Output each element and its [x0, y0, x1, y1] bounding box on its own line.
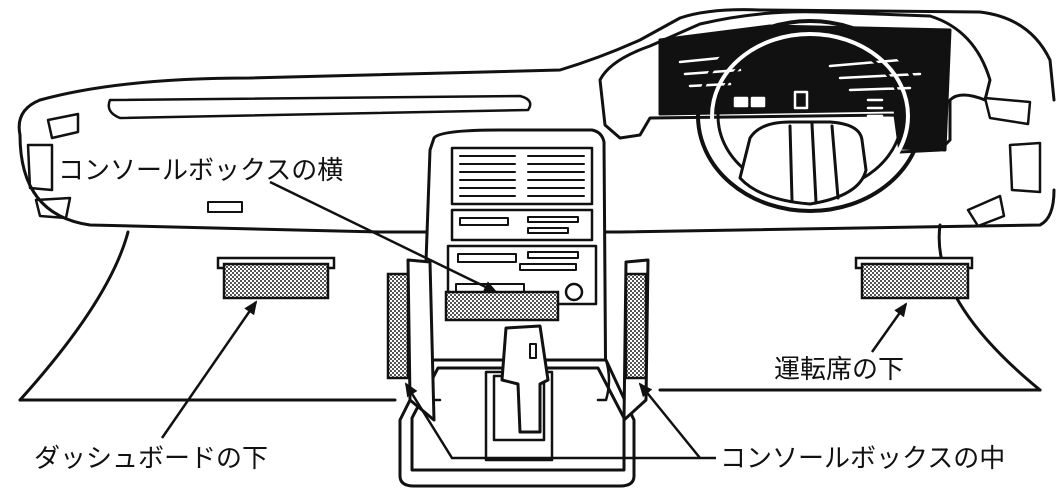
console-inside-right [624, 272, 648, 380]
console-box-left-frame [406, 258, 436, 422]
left-vent-upper [46, 112, 80, 140]
label-inside-console-box: コンソールボックスの中 [720, 444, 1006, 474]
steering-wheel-hub [738, 120, 868, 206]
driver-seat-under-arrow [870, 302, 908, 353]
console-lid [398, 358, 636, 488]
dashboard-under-box [222, 262, 330, 300]
console-inside-left [386, 272, 410, 380]
label-under-dashboard: ダッシュボードの下 [34, 444, 269, 474]
right-vent-side [1008, 141, 1042, 194]
dashboard-lower-edge [18, 133, 1056, 234]
dashboard-outline [38, 8, 1056, 102]
glovebox-panel [107, 94, 532, 120]
small-switch [207, 201, 243, 213]
right-vent-upper [983, 96, 1032, 126]
right-vent-lower [966, 194, 1006, 228]
driver-seat-under-box [860, 262, 970, 300]
label-console-box-side: コンソールボックスの横 [58, 156, 344, 186]
floor-left [18, 230, 130, 402]
console-inside-arrow-right [638, 382, 701, 459]
floor-right [937, 223, 1042, 392]
console-side-box [444, 290, 560, 322]
console-inside-arrow-left [404, 382, 716, 460]
left-vent-lower [34, 196, 72, 220]
dashboard-under-arrow [160, 300, 258, 439]
steering-wheel-rim [696, 19, 924, 213]
console-side-arrow [269, 180, 498, 294]
label-under-driver-seat: 運転席の下 [774, 355, 905, 385]
instrument-hood [598, 10, 992, 154]
left-vent-side [26, 143, 54, 192]
